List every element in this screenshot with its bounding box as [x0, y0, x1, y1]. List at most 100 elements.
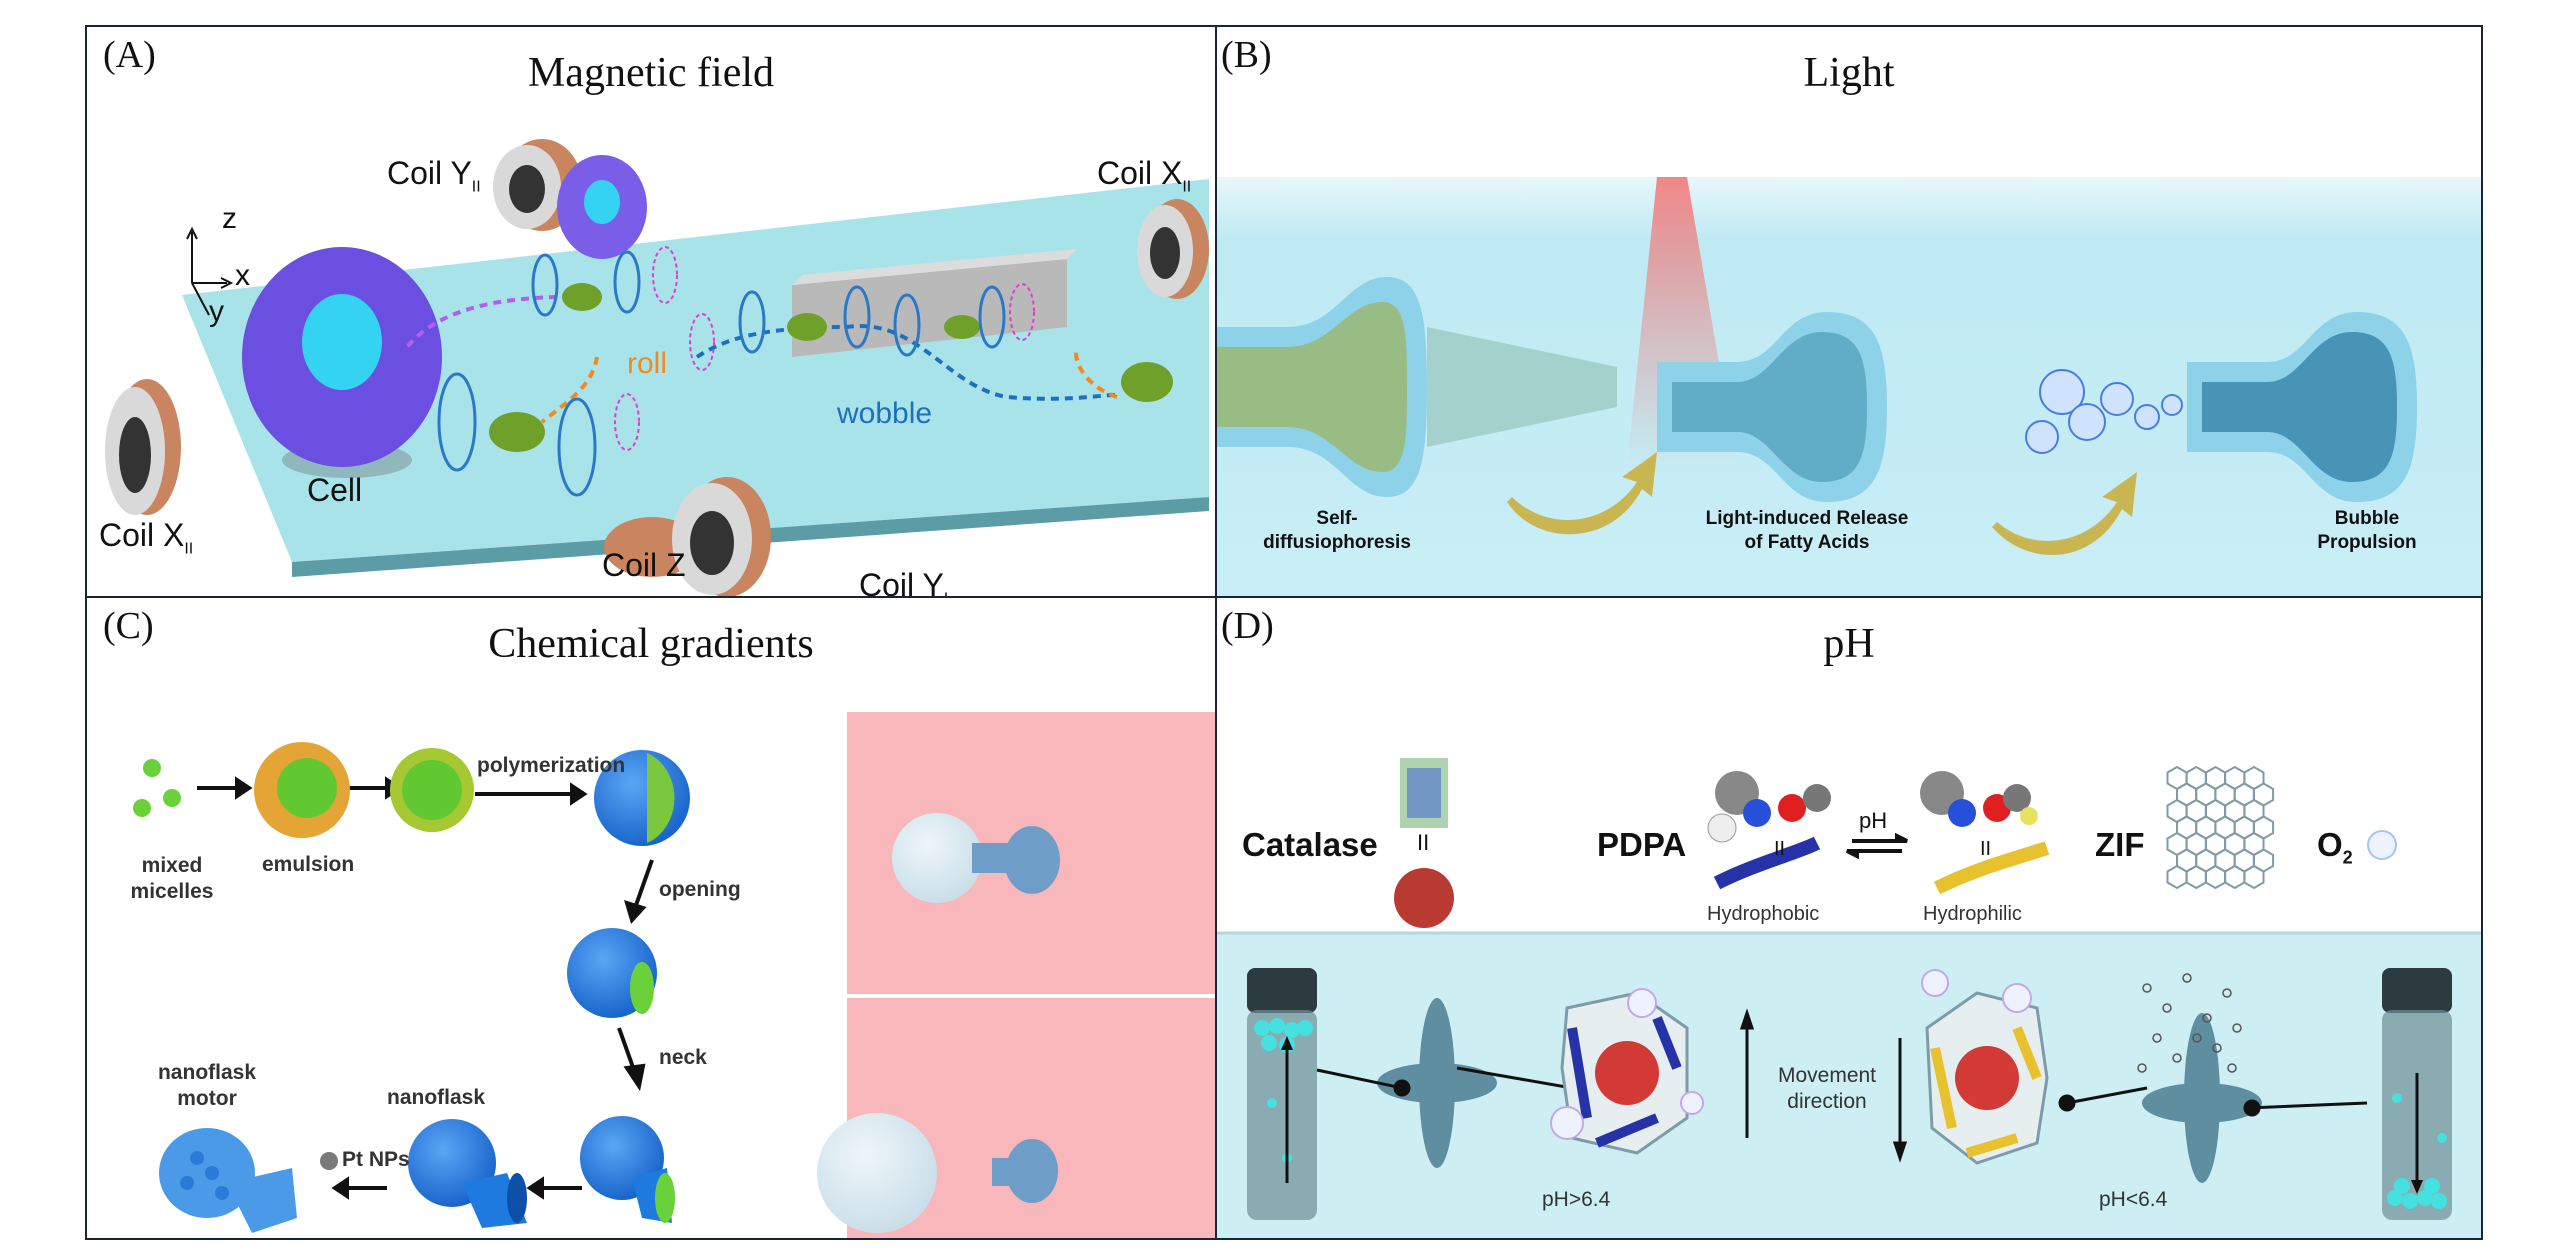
- axes-icon: [186, 226, 234, 316]
- motor-right-icon: [2142, 1013, 2262, 1183]
- zif-hexagon: [2243, 864, 2265, 890]
- hydrophobic-chain-icon: [1713, 836, 1821, 890]
- panel-title: Chemical gradients: [488, 621, 814, 667]
- pt-nps-label: Pt NPs: [342, 1148, 410, 1171]
- step-arrow-1: [1507, 452, 1657, 535]
- panel-ph: (D) pH: [1215, 596, 2483, 1240]
- micelles-icon: [133, 759, 181, 817]
- o2-bubble-icon: [2367, 830, 2397, 860]
- coil-y-lower-label: Coil YI: [859, 567, 948, 598]
- helix-icon: [437, 250, 1006, 497]
- emulsion-icon: [254, 742, 350, 838]
- arrow-icon: [331, 859, 654, 1200]
- zif-particle-right-icon: [1925, 991, 2049, 1165]
- catalase-label: Catalase: [1242, 826, 1378, 863]
- zif-hexagon: [2166, 864, 2188, 890]
- flask-motor-top-icon: [892, 813, 1060, 903]
- zif-hexagon: [2205, 864, 2226, 890]
- panel-light: (B) Light: [1215, 25, 2483, 598]
- swimmer-icon: [489, 283, 1173, 452]
- nanoflask-motor-icon: [159, 1128, 297, 1233]
- pdpa-label: PDPA: [1597, 826, 1687, 863]
- coil-x-left-icon: [105, 379, 181, 515]
- ph-arrow-label: pH: [1859, 808, 1888, 833]
- panel-label: (B): [1221, 34, 1272, 76]
- coil-y-lower-icon: [672, 477, 771, 596]
- pt-nanoparticle-icon: [320, 1152, 338, 1170]
- wobble-label: wobble: [837, 397, 933, 430]
- ph-high-label: pH>6.4: [1542, 1188, 1611, 1211]
- nanoflask-label: nanoflask: [387, 1086, 486, 1109]
- panel-label: (C): [103, 605, 154, 647]
- necked-sphere-icon: [580, 1116, 675, 1223]
- catalase-sphere-icon: [1394, 868, 1454, 928]
- neck-label: neck: [659, 1046, 707, 1069]
- nanoflask-icon: [408, 1119, 527, 1228]
- panel-title: Magnetic field: [527, 50, 775, 96]
- flask-self-diffusiophoresis-icon: [1217, 277, 1617, 497]
- pdpa-molecule-hydrophobic-icon: [1707, 771, 1831, 843]
- polymerization-label: polymerization: [477, 754, 626, 777]
- coil-y-upper-label: Coil YII: [387, 155, 481, 196]
- panel-title: pH: [1823, 621, 1875, 667]
- opened-sphere-icon: [567, 928, 657, 1018]
- o2-label: O2: [2317, 826, 2353, 868]
- flask-bubble-propulsion-icon: [2187, 312, 2417, 502]
- equilibrium-arrow-icon: [1846, 832, 1908, 860]
- vial-left-icon: [1247, 968, 1317, 1220]
- cell-large-icon: [242, 247, 442, 478]
- axis-x-label: x: [235, 259, 250, 292]
- flask-motor-bottom-icon: [992, 1139, 1058, 1203]
- hemisphere-icon: [594, 750, 690, 846]
- vial-right-icon: [2382, 968, 2452, 1220]
- catalase-structure-icon: [1400, 758, 1448, 828]
- connector-lines: [1316, 1066, 2368, 1117]
- panel-magnetic-field: (A) Magnetic field: [85, 25, 1217, 598]
- pale-sphere-icon: [817, 1113, 937, 1233]
- step-label-self-diffusiophoresis: Self-diffusiophoresis: [1263, 508, 1411, 553]
- ph-low-label: pH<6.4: [2099, 1188, 2168, 1211]
- wobble-path: [695, 324, 1118, 401]
- compass-icon: [614, 246, 1035, 451]
- axis-z-label: z: [222, 202, 237, 235]
- panel-label: (D): [1221, 605, 1274, 647]
- pdpa-molecule-hydrophilic-icon: [1920, 771, 2038, 827]
- light-illustration: [1217, 177, 2481, 596]
- zif-hexagon: [2224, 864, 2246, 890]
- magnetic-field-illustration: [105, 139, 1209, 596]
- movement-arrows-icon: [1739, 1008, 1908, 1163]
- zif-hexagon: [2185, 864, 2207, 890]
- equals-symbol: II: [1417, 830, 1430, 855]
- opening-label: opening: [659, 878, 741, 901]
- hydrophobic-label: Hydrophobic: [1707, 903, 1820, 925]
- zif-label: ZIF: [2095, 826, 2145, 863]
- coil-x-right-icon: [1137, 199, 1209, 299]
- polymer-droplet-icon: [390, 748, 474, 832]
- o2-cloud-icon: [2137, 973, 2242, 1073]
- coil-x-right-label: Coil XII: [1097, 155, 1192, 196]
- flask-light-release-icon: [1657, 312, 1887, 502]
- panel-chemical-gradients: (C) Chemical gradients: [85, 596, 1217, 1240]
- hydrophilic-label: Hydrophilic: [1923, 903, 2022, 925]
- emulsion-label: emulsion: [262, 853, 355, 876]
- panel-title: Light: [1803, 50, 1895, 96]
- axis-y-label: y: [209, 295, 224, 328]
- coil-z-label: Coil Z: [602, 547, 686, 583]
- equals-symbol: II: [1980, 838, 1992, 860]
- o2-bubble-icon: [1550, 969, 2032, 1140]
- cell-label: Cell: [307, 472, 363, 508]
- roll-path: [540, 356, 599, 424]
- ph-illustration: [1217, 758, 2481, 1238]
- zif-lattice-icon: [2166, 765, 2275, 890]
- cell-small-icon: [557, 155, 647, 259]
- equals-symbol: II: [1774, 838, 1786, 860]
- nanoflask-synthesis-illustration: [133, 712, 1215, 1238]
- panel-label: (A): [103, 34, 156, 76]
- step-arrow-2: [1992, 472, 2137, 556]
- barrier-block: [792, 259, 1067, 357]
